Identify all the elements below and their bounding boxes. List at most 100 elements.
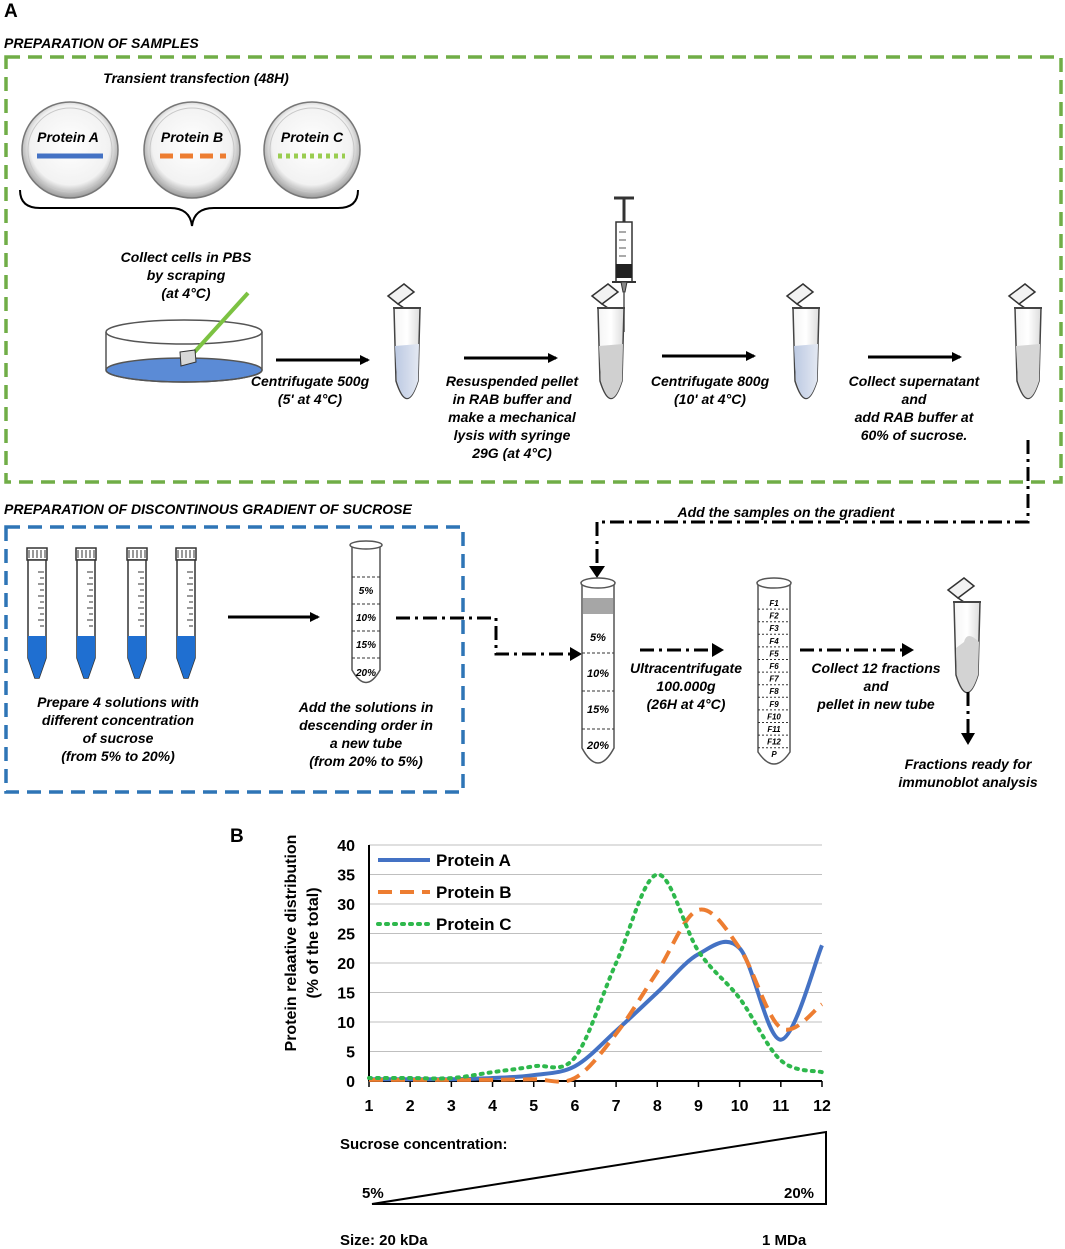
step2-line2: in RAB buffer and [453, 391, 572, 407]
x-tick-label: 12 [813, 1098, 831, 1115]
sucrose-triangle [371, 1130, 827, 1205]
legend-label-protein-b: Protein B [436, 883, 512, 902]
connector-add-samples [595, 440, 1030, 568]
connector-gradient [396, 616, 572, 656]
gradient-level-5: 5% [359, 586, 374, 597]
arrowhead-ready [961, 733, 975, 745]
collect-text-2: by scraping [147, 267, 226, 283]
fraction-label-f12: F12 [767, 738, 781, 747]
gradient-level-10: 10% [356, 613, 376, 624]
transfection-title: Transient transfection (48H) [103, 70, 289, 86]
add-solutions-line4: (from 20% to 5%) [309, 753, 423, 769]
fraction-label-f6: F6 [769, 662, 779, 671]
arrowhead-add-samples [589, 566, 605, 578]
arrowhead-ultra [712, 643, 724, 657]
series-line-protein-b [369, 907, 824, 1084]
y-tick-label: 5 [346, 1045, 355, 1062]
step4-line1: Collect supernatant [849, 373, 981, 389]
collect12-line1: Collect 12 fractions [811, 660, 940, 676]
collect12-line2: and [864, 678, 889, 694]
panel-b-label: B [230, 826, 244, 847]
fraction-label-f9: F9 [769, 700, 779, 709]
collect-brace [19, 189, 359, 227]
ultra-line1: Ultracentrifugate [630, 660, 742, 676]
fraction-label-f5: F5 [769, 649, 779, 658]
y-tick-label: 15 [337, 986, 355, 1003]
y-axis-label-2: (% of the total) [305, 887, 322, 998]
y-tick-label: 20 [337, 956, 355, 973]
fraction-label-f8: F8 [769, 687, 779, 696]
tube-2 [591, 283, 626, 400]
x-tick-label: 4 [488, 1098, 497, 1115]
falcon-tube-4 [175, 547, 197, 679]
step2-line1: Resuspended pellet [446, 373, 580, 389]
sample-level-20: 20% [586, 740, 609, 752]
add-solutions-line3: a new tube [330, 735, 403, 751]
gradient-level-20: 20% [355, 668, 376, 679]
y-tick-label: 35 [337, 868, 355, 885]
size-low: Size: 20 kDa [340, 1232, 428, 1249]
dish-label-c: Protein C [281, 129, 344, 145]
add-solutions-line1: Add the solutions in [298, 699, 434, 715]
step4-line3: add RAB buffer at [855, 409, 975, 425]
sample-level-10: 10% [587, 668, 609, 680]
dish-label-a: Protein A [37, 129, 99, 145]
series-line-protein-a [368, 939, 824, 1082]
add-samples-text: Add the samples on the gradient [676, 504, 895, 520]
pellet-tube [947, 577, 982, 694]
sample-level-5: 5% [590, 632, 606, 644]
falcon-tube-1 [26, 547, 48, 679]
x-tick-label: 11 [772, 1098, 789, 1115]
step4-line4: 60% of sucrose. [861, 427, 968, 443]
prepare-line2: different concentration [42, 712, 194, 728]
series-line-protein-c [367, 872, 824, 1081]
fraction-label-f2: F2 [769, 612, 779, 621]
gradient-level-15: 15% [356, 640, 376, 651]
y-tick-label: 40 [337, 838, 355, 855]
step2-line4: lysis with syringe [454, 427, 571, 443]
ready-line2: immunoblot analysis [898, 774, 1037, 790]
tube-1 [387, 283, 422, 400]
tube-4 [1008, 283, 1043, 400]
fraction-label-f10: F10 [767, 712, 781, 721]
falcon-tube-3 [126, 547, 148, 679]
sample-level-15: 15% [587, 704, 609, 716]
dish-protein-b: Protein B [143, 101, 241, 199]
x-tick-label: 8 [653, 1098, 662, 1115]
fraction-label-f1: F1 [769, 599, 779, 608]
gradient-tube: 5% 10% 15% 20% [349, 540, 383, 684]
prepare-line1: Prepare 4 solutions with [37, 694, 199, 710]
step4-line2: and [902, 391, 927, 407]
x-tick-label: 5 [529, 1098, 538, 1115]
step3-line1: Centrifugate 800g [651, 373, 770, 389]
arrowhead-gradient [570, 647, 582, 661]
fraction-label-f3: F3 [769, 624, 779, 633]
y-axis-label-1: Protein relaative distribution [283, 835, 300, 1052]
panel-a-label: A [4, 1, 18, 22]
fraction-label-f4: F4 [769, 637, 779, 646]
arrowhead-collect [902, 643, 914, 657]
x-tick-label: 10 [731, 1098, 749, 1115]
prepare-line4: (from 5% to 20%) [61, 748, 175, 764]
dish-protein-a: Protein A [21, 101, 119, 199]
legend-label-protein-a: Protein A [436, 851, 511, 870]
step3-line2: (10' at 4°C) [674, 391, 746, 407]
size-high: 1 MDa [762, 1232, 807, 1249]
step1-line1: Centrifugate 500g [251, 373, 370, 389]
legend-label-protein-c: Protein C [436, 915, 512, 934]
fraction-label-f11: F11 [767, 725, 781, 734]
sample-gradient-tube: 5% 10% 15% 20% [580, 577, 616, 764]
collect12-line3: pellet in new tube [816, 696, 935, 712]
step1-line2: (5' at 4°C) [278, 391, 343, 407]
x-tick-label: 6 [570, 1098, 579, 1115]
add-solutions-line2: descending order in [299, 717, 433, 733]
culture-dish [105, 291, 263, 383]
samples-box [4, 55, 1063, 484]
section1-title: PREPARATION OF SAMPLES [4, 35, 199, 51]
x-tick-label: 7 [612, 1098, 621, 1115]
collect-text-1: Collect cells in PBS [121, 249, 252, 265]
prepare-line3: of sucrose [83, 730, 154, 746]
